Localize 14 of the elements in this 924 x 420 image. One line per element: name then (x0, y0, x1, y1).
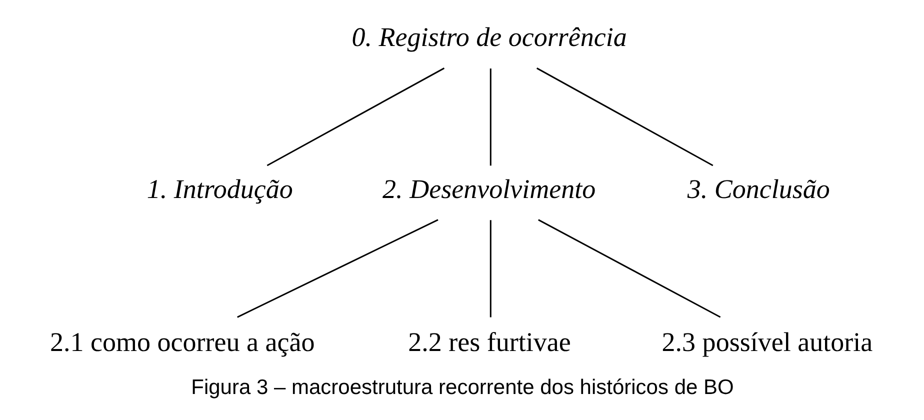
node-text: 1. Introdução (146, 174, 292, 204)
node-text: 2.3 possível autoria (661, 326, 872, 357)
caption: Figura 3 – macroestrutura recorrente dos históricos de BO (190, 376, 734, 400)
node-text: 2.2 res furtivae (408, 326, 570, 357)
connector (538, 219, 720, 318)
connector (266, 68, 444, 166)
node-text: 2.1 como ocorreu a ação (50, 326, 314, 357)
node-text: 0. Registro de ocorrência (351, 22, 626, 52)
node-text: 2. Desenvolvimento (382, 174, 596, 204)
connector (236, 219, 438, 318)
connector (489, 220, 491, 318)
node-text: 3. Conclusão (686, 174, 830, 204)
connector (489, 68, 491, 166)
connector (536, 68, 713, 166)
